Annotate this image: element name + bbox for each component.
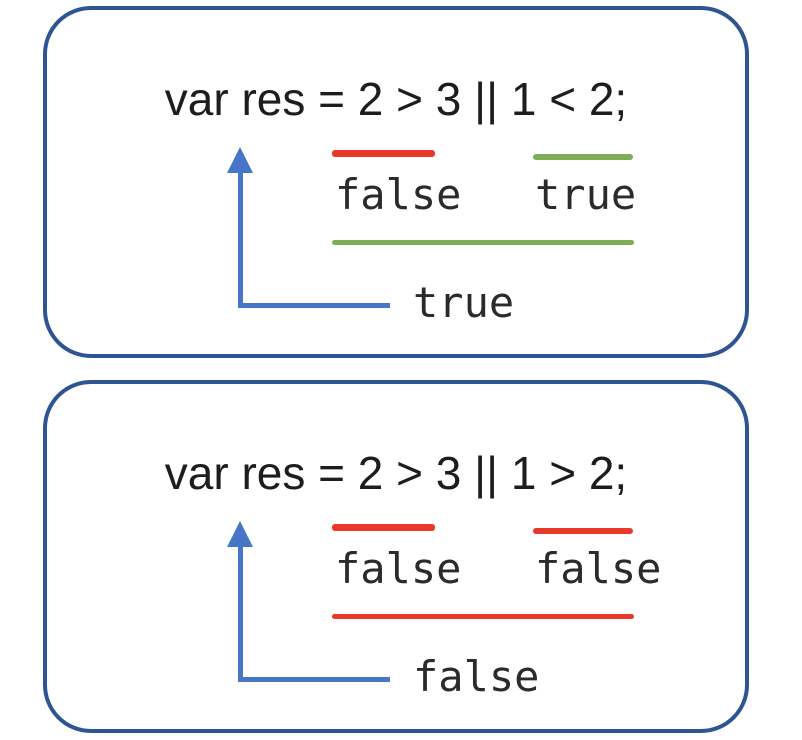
full-expression-underline [332, 240, 634, 245]
result-arrow-horizontal-line [238, 677, 390, 682]
result-arrow-vertical-line [238, 545, 243, 682]
example-box-or-false: var res = 2 > 3 || 1 > 2; false false fa… [43, 380, 749, 733]
arrow-up-icon [227, 521, 253, 547]
example-box-or-true: var res = 2 > 3 || 1 < 2; false true tru… [43, 6, 749, 358]
code-expression: var res = 2 > 3 || 1 < 2; [164, 73, 628, 125]
right-operand-value: true [535, 170, 637, 219]
left-operand-value: false [335, 544, 462, 593]
code-expression: var res = 2 > 3 || 1 > 2; [164, 447, 628, 499]
result-arrow-vertical-line [238, 171, 243, 308]
left-operand-underline [332, 150, 435, 157]
left-operand-value: false [335, 170, 462, 219]
left-operand-underline [332, 524, 435, 531]
arrow-up-icon [227, 147, 253, 173]
right-operand-value: false [535, 544, 662, 593]
right-operand-underline [533, 154, 633, 160]
result-value: false [413, 652, 540, 701]
result-arrow-horizontal-line [238, 303, 390, 308]
full-expression-underline [332, 614, 634, 619]
result-value: true [413, 278, 515, 327]
right-operand-underline [533, 528, 633, 534]
